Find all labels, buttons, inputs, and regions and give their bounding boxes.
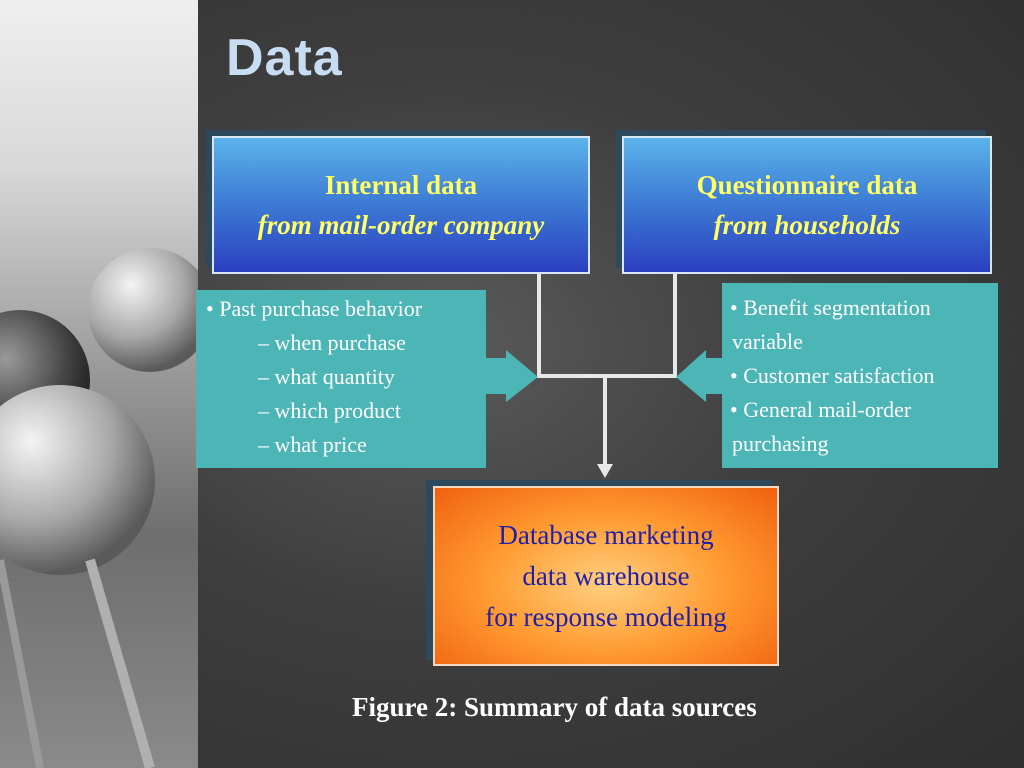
detail-subitem: – what quantity <box>258 364 395 389</box>
detail-subitem: – what price <box>258 432 367 457</box>
background-photo-strip <box>0 0 198 768</box>
detail-item: • Customer satisfaction <box>730 363 935 388</box>
warehouse-line-3: for response modeling <box>485 601 727 632</box>
detail-item-continued: variable <box>732 329 803 354</box>
detail-item-continued: purchasing <box>732 431 829 456</box>
data-warehouse-box: Database marketing data warehouse for re… <box>433 486 779 666</box>
questionnaire-data-box: Questionnaire data from households <box>622 136 992 274</box>
internal-data-box: Internal data from mail-order company <box>212 136 590 274</box>
warehouse-line-1: Database marketing <box>498 519 714 550</box>
internal-details-box: • Past purchase behavior – when purchase… <box>196 290 486 468</box>
warehouse-line-2: data warehouse <box>522 560 690 591</box>
detail-subitem: – which product <box>258 398 401 423</box>
questionnaire-details-box: • Benefit segmentation variable • Custom… <box>722 283 998 468</box>
detail-item: • Past purchase behavior <box>206 296 423 321</box>
detail-item: • Benefit segmentation <box>730 295 931 320</box>
figure-caption: Figure 2: Summary of data sources <box>352 692 757 722</box>
detail-item: • General mail-order <box>730 397 912 422</box>
slide-title: Data <box>226 29 343 87</box>
questionnaire-data-subtitle: from households <box>713 210 901 240</box>
questionnaire-data-title: Questionnaire data <box>696 170 918 200</box>
pushpin-photo <box>0 248 198 768</box>
internal-data-subtitle: from mail-order company <box>257 210 545 240</box>
detail-subitem: – when purchase <box>258 330 406 355</box>
internal-data-title: Internal data <box>324 170 478 200</box>
